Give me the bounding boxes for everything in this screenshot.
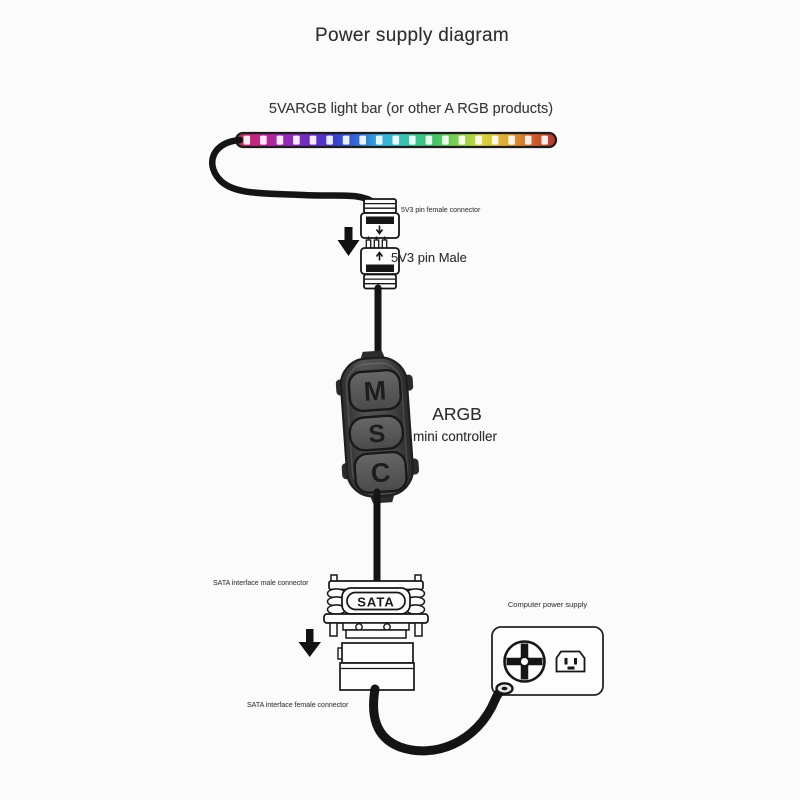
label-sata-male-connector: SATA interface male connector — [213, 580, 309, 587]
controller-button-m: M — [347, 369, 403, 413]
psu-fan-icon — [503, 640, 546, 683]
button-label-m: M — [363, 375, 388, 406]
plug-direction-arrow-icon — [337, 227, 360, 256]
button-label-s: S — [368, 419, 387, 448]
argb-mini-controller: M S C — [335, 350, 420, 504]
label-computer-power-supply: Computer power supply — [507, 600, 588, 609]
page-title: Power supply diagram — [315, 25, 509, 46]
controller-subtitle: mini controller — [412, 429, 498, 444]
sata-direction-arrow-icon — [298, 629, 321, 657]
psu-power-socket-icon — [555, 650, 586, 673]
label-5v3-male-connector: 5V3 pin Male — [391, 250, 467, 265]
connector-sata-female — [337, 642, 415, 691]
label-sata-female-connector: SATA interface female connector — [247, 702, 349, 709]
controller-button-c: C — [353, 450, 408, 494]
cable-sata-to-psu — [369, 684, 508, 756]
connector-5v3-female — [360, 198, 400, 239]
connector-sata-male: SATA — [323, 574, 429, 639]
psu-cable-grommet — [495, 682, 514, 695]
sata-connector-label: SATA — [357, 595, 394, 610]
controller-button-s: S — [348, 414, 405, 452]
led-chips — [243, 135, 548, 145]
connector-5v3-male — [360, 236, 400, 290]
light-bar-label: 5VARGB light bar (or other A RGB product… — [268, 101, 554, 117]
button-label-c: C — [370, 457, 392, 488]
up-arrow-mark — [375, 251, 384, 261]
label-5v3-female-connector: 5V3 pin female connector — [401, 207, 481, 214]
down-arrow-mark — [375, 225, 384, 235]
controller-title: ARGB — [432, 404, 482, 424]
cable-lightbar-to-female — [208, 136, 382, 212]
argb-light-bar — [234, 131, 558, 149]
computer-power-supply — [491, 626, 604, 696]
